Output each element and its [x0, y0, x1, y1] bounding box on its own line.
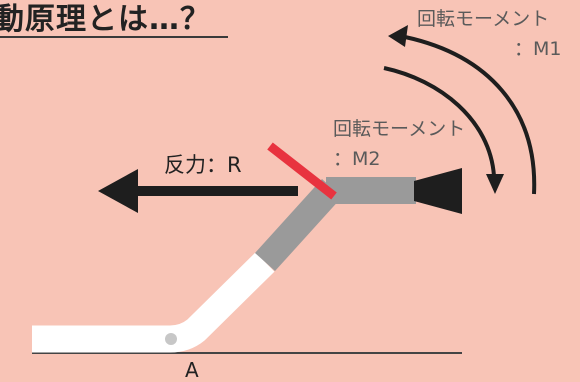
moment-m1-label-line2: ：M1 [514, 38, 562, 60]
reaction-force-label: 反力：R [164, 153, 242, 177]
pivot-point-a [165, 333, 177, 345]
moment-arrow-m1-head [388, 25, 408, 47]
page-title: 動原理とは…？ [0, 2, 211, 37]
lever-white-section [32, 252, 275, 353]
moment-arrow-m2 [383, 66, 496, 177]
point-a-label: A [185, 358, 199, 382]
title-underline [0, 36, 228, 38]
moment-m2-label-line2: ：M2 [333, 148, 381, 170]
moment-m1-label-line1: 回転モーメント [417, 8, 550, 30]
reaction-arrow-shaft [138, 186, 298, 196]
moment-m2-label-line1: 回転モーメント [333, 118, 466, 140]
lever-gray-arm [326, 177, 416, 204]
lever-gray-diagonal [254, 178, 343, 272]
moment-arrow-m1 [404, 35, 537, 195]
reaction-arrowhead [98, 169, 138, 213]
lever-tip [414, 168, 462, 214]
red-contact-bar [267, 142, 337, 200]
moment-arrow-m2-head [486, 174, 504, 194]
